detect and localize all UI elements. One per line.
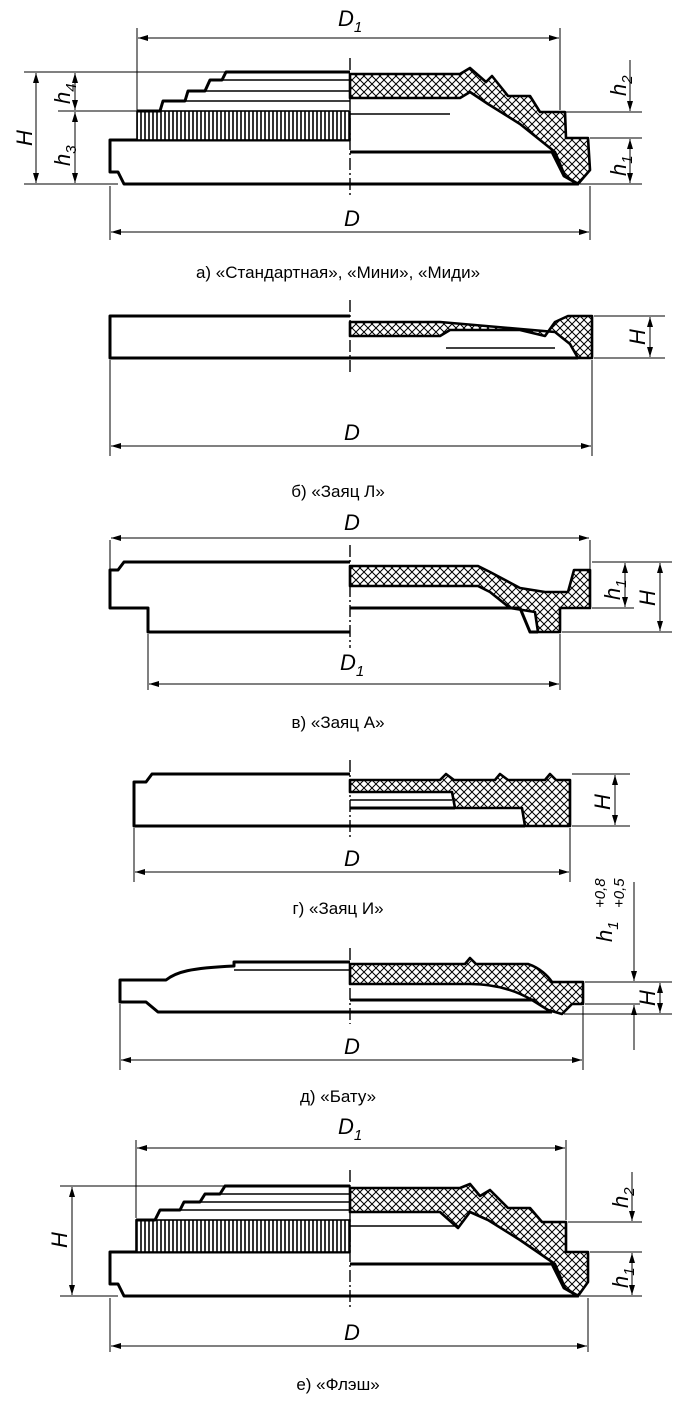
figure-b: H D б) «Заяц Л»	[108, 300, 665, 501]
label-a-h3: h3	[50, 145, 80, 166]
figure-e-section-right	[348, 1182, 590, 1298]
label-a-h1: h1	[606, 155, 636, 176]
figure-b-section-right	[348, 314, 594, 360]
caption-g: г) «Заяц И»	[292, 899, 383, 918]
figure-e: D1 H h2 h1 D е) «Флэш»	[47, 1114, 642, 1394]
figure-v-section-right	[348, 564, 592, 634]
figure-a: D1 D H h4 h3 h2 h1 а) «Стандартная», «Ми…	[12, 6, 642, 282]
caption-a: а) «Стандартная», «Мини», «Миди»	[196, 263, 480, 282]
label-d-tol-upper: +0,8	[592, 878, 609, 908]
label-g-H: H	[590, 794, 615, 810]
figure-a-section-right	[348, 66, 592, 186]
label-d-tol-lower: +0,5	[611, 878, 628, 908]
label-e-h1: h1	[608, 1267, 638, 1288]
caption-e: е) «Флэш»	[296, 1375, 379, 1394]
figure-a-base-left	[108, 138, 350, 186]
caption-d: д) «Бату»	[300, 1087, 376, 1106]
label-a-h2: h2	[606, 75, 636, 96]
label-a-h4: h4	[50, 83, 80, 104]
label-a-D1: D1	[338, 6, 362, 36]
label-d-H: H	[635, 990, 660, 1006]
figure-v: D D1 h1 H в) «Заяц А»	[108, 510, 672, 732]
label-a-H: H	[12, 130, 37, 146]
figure-g: H D г) «Заяц И»	[132, 760, 630, 918]
label-b-H: H	[625, 329, 650, 345]
label-v-H: H	[635, 590, 660, 606]
label-e-D: D	[344, 1320, 360, 1345]
label-e-h2: h2	[608, 1187, 638, 1208]
label-v-D: D	[344, 510, 360, 535]
label-e-H: H	[47, 1232, 72, 1248]
label-v-h1: h1	[600, 579, 630, 600]
figure-d-section-right	[348, 956, 585, 1016]
label-v-D1: D1	[340, 650, 364, 680]
figure-a-ribbed-knurl	[136, 110, 351, 141]
caption-v: в) «Заяц А»	[291, 713, 384, 732]
label-d-D: D	[344, 1034, 360, 1059]
label-e-D1: D1	[338, 1114, 362, 1144]
label-d-h1: h1	[592, 921, 622, 942]
caption-b: б) «Заяц Л»	[291, 482, 385, 501]
label-g-D: D	[344, 846, 360, 871]
label-a-D: D	[344, 206, 360, 231]
label-b-D: D	[344, 420, 360, 445]
figure-d: h1 +0,8 +0,5 H D д) «Бату»	[118, 878, 672, 1106]
figure-e-ribbed-knurl	[135, 1219, 351, 1253]
figure-g-section-right	[348, 772, 572, 828]
